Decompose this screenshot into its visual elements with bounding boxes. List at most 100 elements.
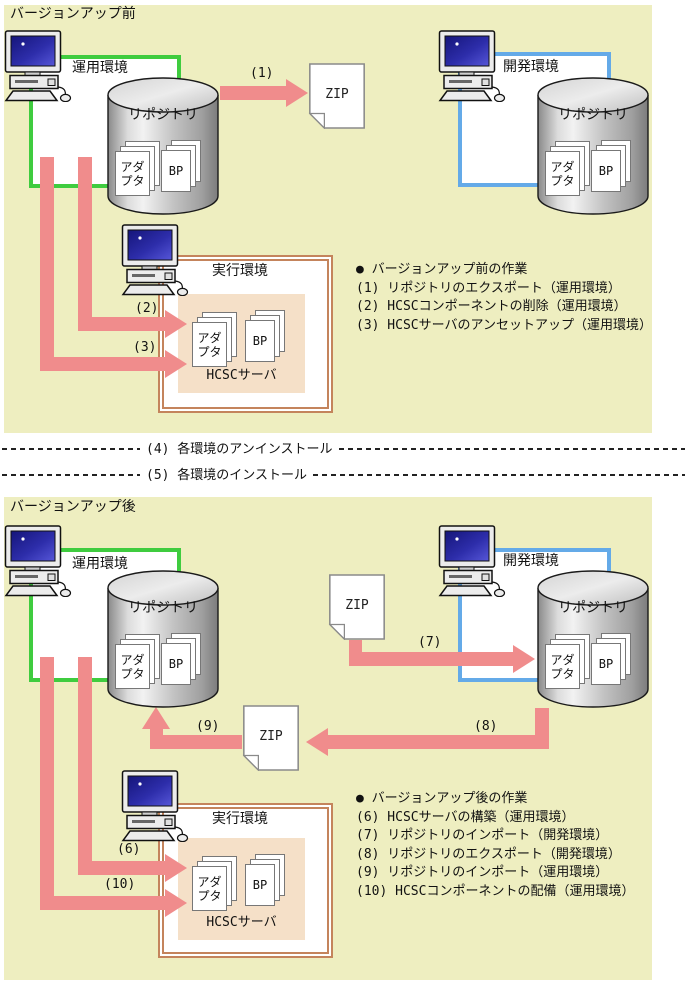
adapter-label-line2: プタ	[550, 173, 575, 188]
adapter-label-line1: アダ	[197, 874, 222, 889]
after-task-heading: ● バージョンアップ後の作業	[356, 791, 528, 806]
arrow-7-label: (7)	[418, 635, 442, 650]
hcsc-server-label: HCSCサーバ	[206, 368, 277, 383]
ops-env-label-after: 運用環境	[72, 556, 128, 572]
arrow-8-label: (8)	[474, 719, 498, 734]
repository-cylinder-ops-before: リポジトリ アダ プタ BP	[107, 77, 219, 215]
arrow-3-head	[165, 350, 187, 378]
hcsc-server-label: HCSCサーバ	[206, 915, 277, 930]
bp-doc-front: BP	[161, 643, 191, 685]
adapter-doc-front: アダ プタ	[115, 644, 150, 689]
dev-env-label-before: 開発環境	[503, 59, 559, 75]
adapter-doc-stack: アダ プタ	[115, 141, 160, 196]
arrow-1-label: (1)	[250, 66, 274, 81]
dash-segment	[2, 474, 140, 476]
task-item: (8) リポジトリのエクスポート（開発環境）	[356, 846, 621, 862]
bp-doc-front: BP	[245, 320, 275, 362]
computer-icon	[3, 30, 73, 102]
arrow-7-head	[513, 645, 535, 673]
before-section-title: バージョンアップ前	[10, 6, 136, 22]
arrow-7-shaft	[349, 652, 513, 666]
adapter-label-line2: プタ	[120, 173, 145, 188]
arrow-9-head	[142, 707, 170, 729]
arrow-10-head	[165, 889, 187, 917]
arrow-2-label: (2)	[135, 301, 159, 316]
before-task-list: ● バージョンアップ前の作業 (1) リポジトリのエクスポート（運用環境） (2…	[356, 261, 652, 335]
computer-icon	[120, 770, 190, 842]
computer-icon	[437, 30, 507, 102]
bp-doc-stack: BP	[161, 633, 201, 685]
adapter-label-line1: アダ	[550, 159, 575, 174]
arrow-2-shaft	[78, 317, 165, 331]
arrow-2-vertical	[78, 157, 92, 331]
zip-label: ZIP	[345, 598, 369, 613]
adapter-label-line2: プタ	[197, 888, 222, 903]
dash-segment	[2, 448, 140, 450]
hcsc-server-area-after: アダ プタ BP HCSCサーバ	[178, 838, 305, 940]
adapter-doc-front: アダ プタ	[192, 322, 227, 367]
task-item: (10) HCSCコンポーネントの配備（運用環境）	[356, 883, 635, 899]
zip-file-icon: ZIP	[242, 705, 300, 771]
divider-line-5: (5) 各環境のインストール	[2, 467, 685, 483]
repository-label: リポジトリ	[128, 107, 198, 123]
arrow-2-head	[165, 310, 187, 338]
arrow-3-label: (3)	[133, 340, 157, 355]
divider-4-label: (4) 各環境のアンインストール	[146, 441, 333, 457]
arrow-10-label: (10)	[104, 877, 136, 892]
task-item: (7) リポジトリのインポート（開発環境）	[356, 828, 609, 843]
arrow-6-head	[165, 854, 187, 882]
after-task-list: ● バージョンアップ後の作業 (6) HCSCサーバの構築（運用環境） (7) …	[356, 790, 634, 901]
repository-label: リポジトリ	[558, 107, 628, 123]
adapter-label-line1: アダ	[197, 330, 222, 345]
zip-label: ZIP	[325, 87, 349, 102]
exec-env-label-after: 実行環境	[212, 811, 268, 827]
arrow-9-vertical	[150, 726, 163, 749]
arrow-3-shaft	[40, 357, 165, 371]
zip-file-icon: ZIP	[328, 574, 386, 640]
adapter-doc-stack: アダ プタ	[192, 856, 237, 911]
task-item: (9) リポジトリのインポート（運用環境）	[356, 865, 609, 880]
bp-doc-front: BP	[591, 150, 621, 192]
dash-segment	[313, 474, 685, 476]
arrow-8-shaft	[328, 735, 549, 749]
arrow-9-label: (9)	[196, 719, 220, 734]
adapter-doc-stack: アダ プタ	[545, 141, 590, 196]
zip-label: ZIP	[259, 729, 283, 744]
bp-doc-stack: BP	[245, 854, 285, 906]
arrow-10-vertical	[40, 657, 54, 910]
adapter-label-line1: アダ	[120, 159, 145, 174]
arrow-3-vertical	[40, 157, 54, 371]
adapter-doc-stack: アダ プタ	[192, 312, 237, 367]
bp-doc-stack: BP	[591, 140, 631, 192]
arrow-6-vertical	[78, 657, 92, 875]
ops-env-label-before: 運用環境	[72, 60, 128, 76]
arrow-6-shaft	[78, 861, 165, 875]
divider-line-4: (4) 各環境のアンインストール	[2, 441, 685, 457]
adapter-doc-front: アダ プタ	[115, 151, 150, 196]
repository-cylinder-dev-after: リポジトリ アダ プタ BP	[537, 570, 649, 708]
adapter-doc-front: アダ プタ	[545, 151, 580, 196]
arrow-1-shaft	[220, 86, 288, 100]
task-item: (1) リポジトリのエクスポート（運用環境）	[356, 280, 621, 296]
hcsc-server-area-before: アダ プタ BP HCSCサーバ	[178, 294, 305, 393]
arrow-10-shaft	[40, 896, 165, 910]
task-item: (2) HCSCコンポーネントの削除（運用環境）	[356, 299, 627, 314]
exec-env-label-before: 実行環境	[212, 263, 268, 279]
adapter-doc-stack: アダ プタ	[545, 634, 590, 689]
repository-cylinder-ops-after: リポジトリ アダ プタ BP	[107, 570, 219, 708]
adapter-label-line2: プタ	[120, 666, 145, 681]
adapter-label-line1: アダ	[550, 652, 575, 667]
task-item: (3) HCSCサーバのアンセットアップ（運用環境）	[356, 317, 652, 333]
before-task-heading: ● バージョンアップ前の作業	[356, 262, 528, 277]
adapter-label-line2: プタ	[550, 666, 575, 681]
bp-doc-stack: BP	[161, 140, 201, 192]
bp-doc-stack: BP	[245, 310, 285, 362]
arrow-8-head	[306, 728, 328, 756]
zip-file-icon: ZIP	[308, 63, 366, 129]
adapter-doc-stack: アダ プタ	[115, 634, 160, 689]
repository-label: リポジトリ	[128, 600, 198, 616]
repository-label: リポジトリ	[558, 600, 628, 616]
computer-icon	[437, 525, 507, 597]
computer-icon	[120, 224, 190, 296]
